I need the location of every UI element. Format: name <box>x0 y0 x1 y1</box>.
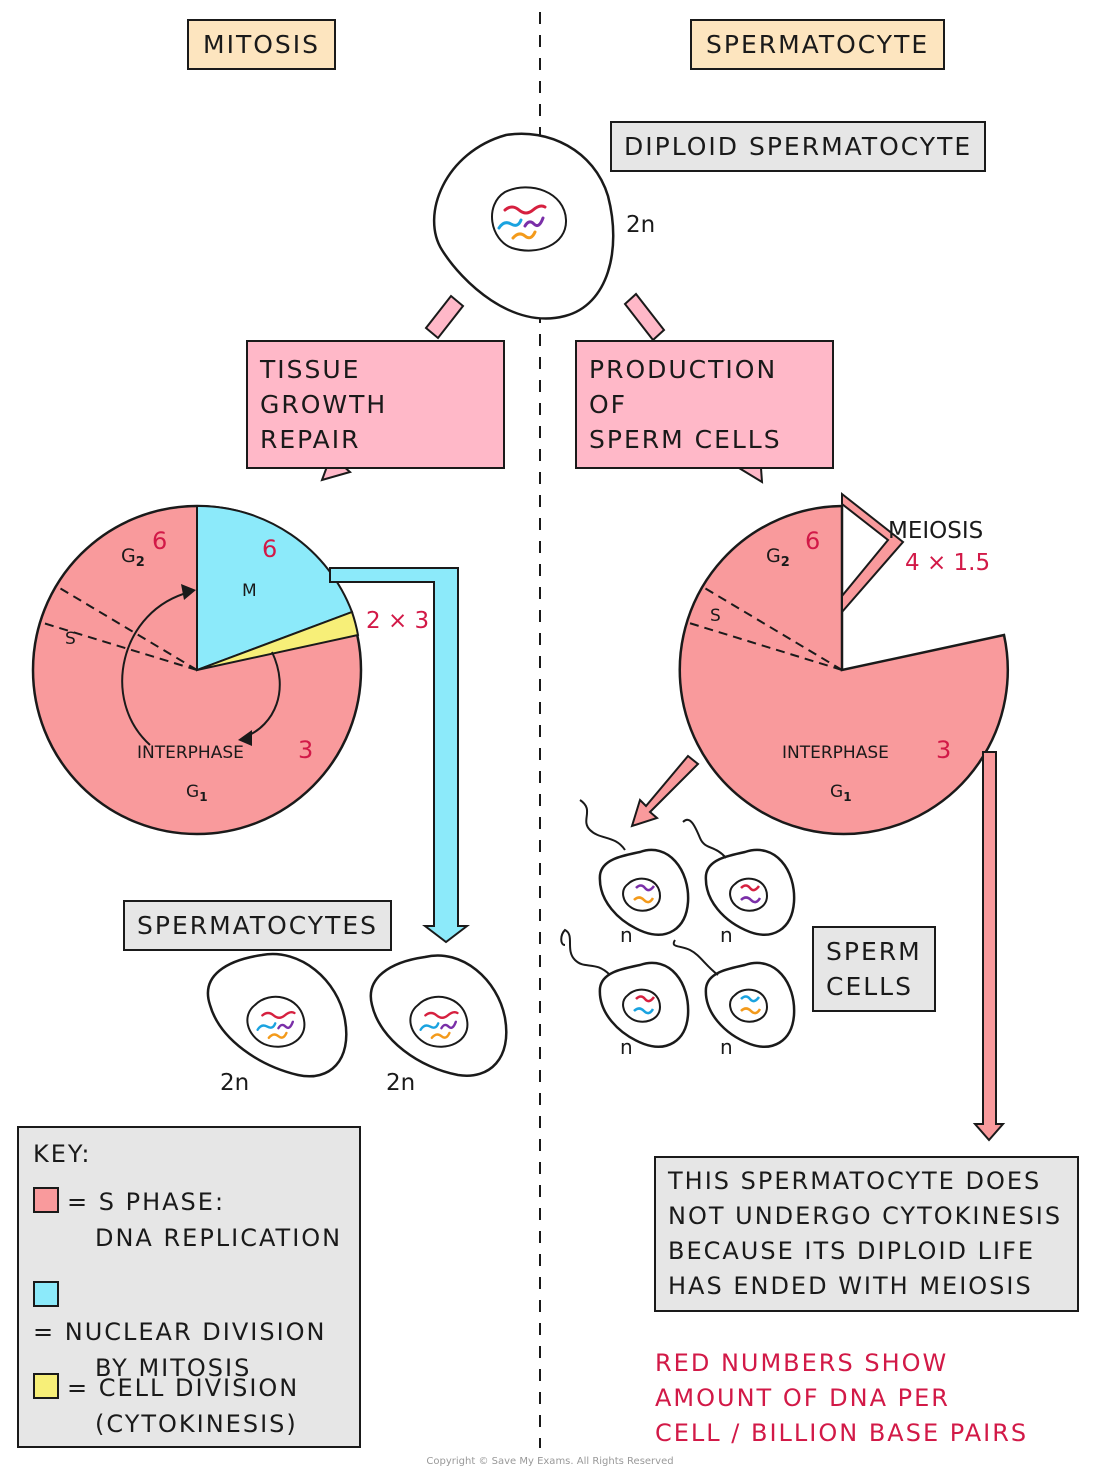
tissue-growth-box: TISSUE GROWTH REPAIR <box>246 340 505 469</box>
tissue-line2: REPAIR <box>260 425 361 454</box>
arrow-to-note <box>972 751 1006 1142</box>
diploid-ploidy: 2n <box>626 212 655 238</box>
daughter-spermatocyte-2 <box>369 954 508 1077</box>
spermatocytes-label: SPERMATOCYTES <box>123 900 393 951</box>
mitosis-m-dna: 6 <box>262 535 277 563</box>
key-swatch-cyan <box>33 1281 59 1307</box>
diploid-spermatocyte-label: DIPLOID SPERMATOCYTE <box>610 121 987 172</box>
mitosis-output-arrow <box>329 567 470 944</box>
sperm-cell-3 <box>560 928 690 1048</box>
red-note-line3: CELL / BILLION BASE PAIRS <box>655 1419 1029 1447</box>
copyright: Copyright © Save My Exams. All Rights Re… <box>426 1456 674 1467</box>
sperm-1-ploidy: n <box>620 923 633 947</box>
sperm-2-ploidy: n <box>720 923 733 947</box>
production-line1: PRODUCTION OF <box>589 355 778 419</box>
cytokinesis-note-box: THIS SPERMATOCYTE DOES NOT UNDERGO CYTOK… <box>654 1156 1079 1312</box>
mitosis-cell-cycle-chart <box>31 504 363 836</box>
mitosis-s-label: S <box>65 629 76 649</box>
key-item-nuclear-division: = NUCLEAR DIVISION BY MITOSIS <box>33 1278 359 1386</box>
meiosis-loop-arrow <box>841 491 905 615</box>
mitosis-interphase-label: INTERPHASE <box>137 743 244 763</box>
key-c-line1: = CELL DIVISION <box>67 1374 300 1402</box>
note-line2: NOT UNDERGO CYTOKINESIS <box>668 1202 1063 1230</box>
diploid-label-text: DIPLOID SPERMATOCYTE <box>624 132 973 161</box>
sperm-4-ploidy: n <box>720 1035 733 1059</box>
key-swatch-pink <box>33 1187 59 1213</box>
meiosis-g2-dna: 6 <box>805 527 820 555</box>
mitosis-header-text: MITOSIS <box>203 30 321 59</box>
meiosis-s-label: S <box>710 606 721 626</box>
production-box: PRODUCTION OF SPERM CELLS <box>575 340 834 469</box>
arrow-to-production <box>623 292 666 342</box>
key-legend: KEY: = S PHASE: DNA REPLICATION = NUCLEA… <box>17 1126 361 1448</box>
key-title: KEY: <box>33 1140 92 1168</box>
production-line2: SPERM CELLS <box>589 425 782 454</box>
note-line1: THIS SPERMATOCYTE DOES <box>668 1167 1042 1195</box>
mitosis-header: MITOSIS <box>187 19 337 70</box>
m-phase-segment <box>196 504 354 672</box>
key-swatch-yellow <box>33 1373 59 1399</box>
mitosis-g2-label: G2 <box>121 545 145 570</box>
spermatocyte-header: SPERMATOCYTE <box>690 19 946 70</box>
key-s-line2: DNA REPLICATION <box>95 1224 343 1252</box>
mitosis-m-label: M <box>242 581 257 601</box>
meiosis-dna: 4 × 1.5 <box>905 550 990 576</box>
mitosis-interphase-dna: 3 <box>298 736 313 764</box>
arrow-to-tissue <box>424 294 465 340</box>
mitosis-g1-label: G1 <box>186 782 208 804</box>
sperm-cell-4 <box>672 939 796 1048</box>
meiosis-interphase-label: INTERPHASE <box>782 743 889 763</box>
red-note-line1: RED NUMBERS SHOW <box>655 1349 949 1377</box>
meiosis-g1-label: G1 <box>830 782 852 804</box>
daughter-spermatocyte-1 <box>206 952 348 1078</box>
sperm-cell-1 <box>579 799 690 936</box>
meiosis-g2-label: G2 <box>766 545 790 570</box>
key-c-line2: (CYTOKINESIS) <box>95 1410 298 1438</box>
meiosis-cell-cycle-chart <box>678 491 1009 836</box>
note-line4: HAS ENDED WITH MEIOSIS <box>668 1272 1033 1300</box>
key-m-line2: BY MITOSIS <box>95 1354 252 1382</box>
cytokinesis-dna: 2 × 3 <box>366 608 429 634</box>
sperm-3-ploidy: n <box>620 1035 633 1059</box>
meiosis-interphase-dna: 3 <box>936 736 951 764</box>
cytokinesis-segment <box>196 610 360 671</box>
key-item-cytokinesis: = CELL DIVISION (CYTOKINESIS) <box>33 1370 299 1442</box>
sperm-cells-line2: CELLS <box>826 972 913 1001</box>
key-item-s-phase: = S PHASE: DNA REPLICATION <box>33 1184 342 1256</box>
key-s-line1: = S PHASE: <box>67 1188 226 1216</box>
meiosis-label: MEIOSIS <box>888 518 983 544</box>
red-note-line2: AMOUNT OF DNA PER <box>655 1384 950 1412</box>
spermatocytes-label-text: SPERMATOCYTES <box>137 911 379 940</box>
sperm-cells-label: SPERM CELLS <box>812 926 936 1012</box>
mitosis-g2-dna: 6 <box>152 527 167 555</box>
tissue-line1: TISSUE GROWTH <box>260 355 388 419</box>
diploid-spermatocyte-cell <box>432 132 615 320</box>
sperm-cell-2 <box>682 818 796 936</box>
spermatocyte-header-text: SPERMATOCYTE <box>706 30 930 59</box>
daughter-2-ploidy: 2n <box>386 1070 415 1096</box>
key-m-line1: = NUCLEAR DIVISION <box>33 1318 327 1346</box>
daughter-1-ploidy: 2n <box>220 1070 249 1096</box>
sperm-cells-line1: SPERM <box>826 937 922 966</box>
red-numbers-note: RED NUMBERS SHOW AMOUNT OF DNA PER CELL … <box>655 1346 1028 1451</box>
arrow-to-sperm-cells <box>630 754 700 828</box>
note-line3: BECAUSE ITS DIPLOID LIFE <box>668 1237 1036 1265</box>
